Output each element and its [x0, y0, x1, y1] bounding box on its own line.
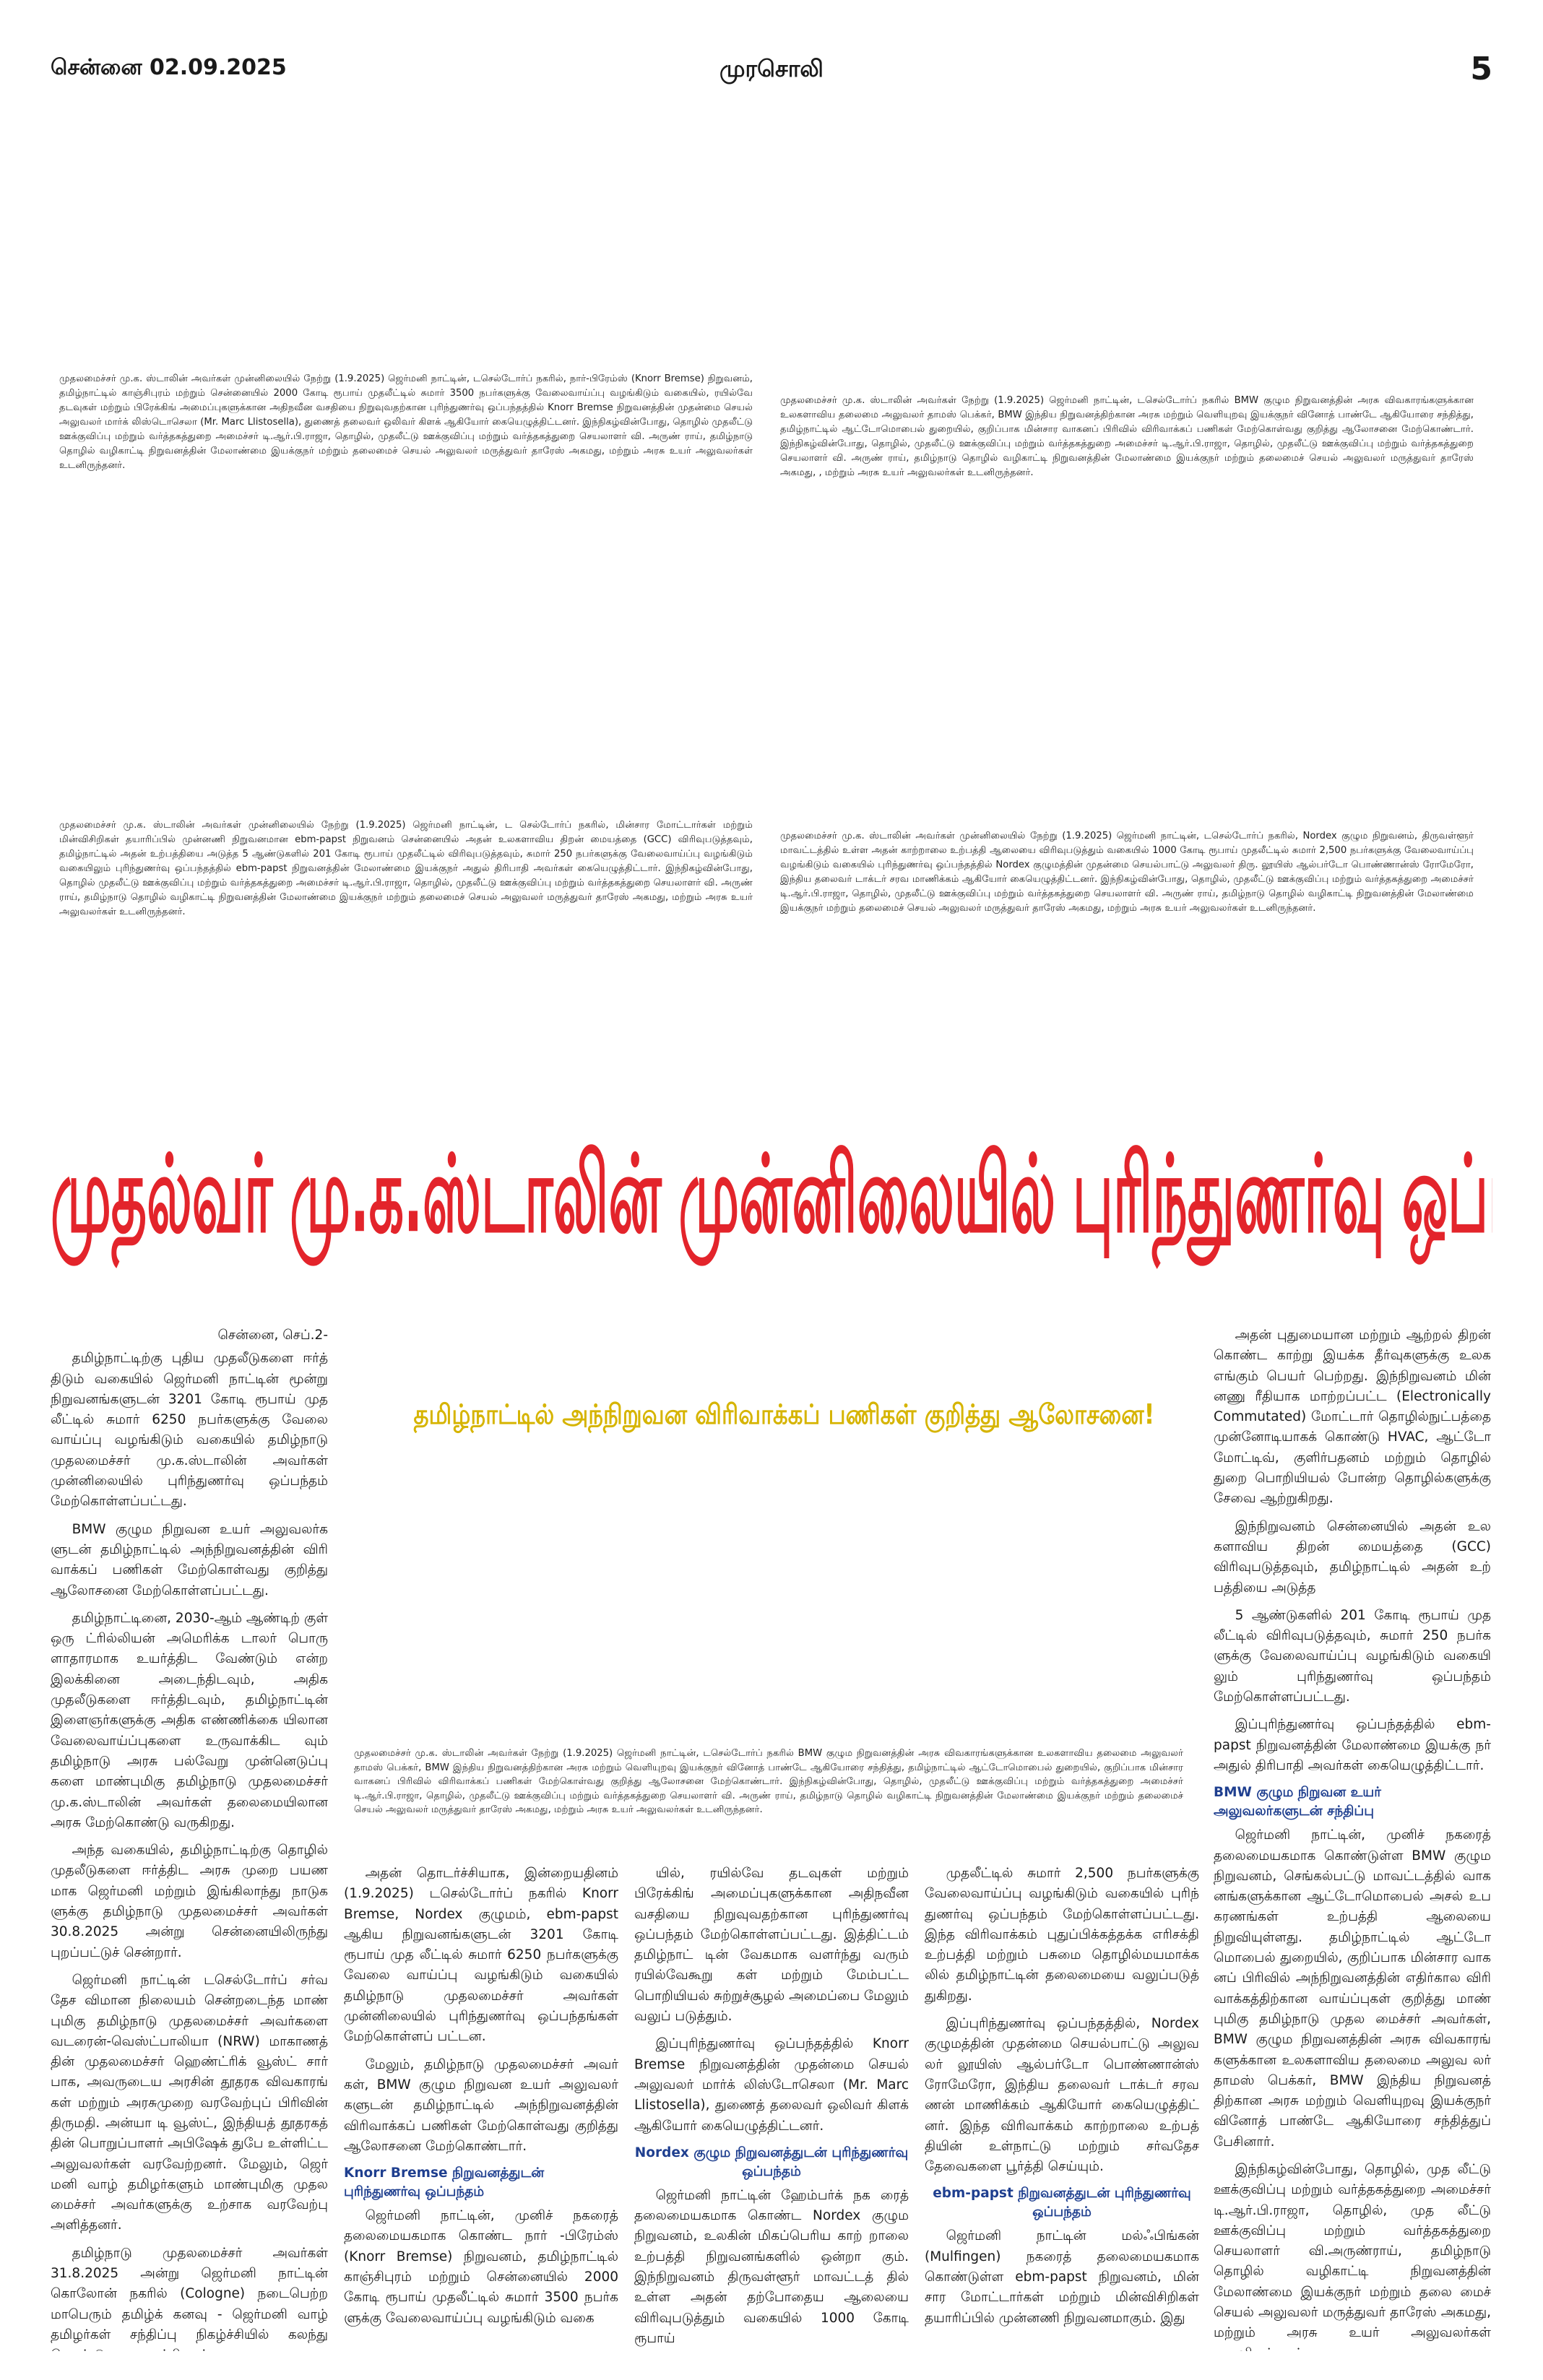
paragraph: தமிழ்நாட்டினை, 2030-ஆம் ஆண்டிற் குள் ஒரு…: [51, 1610, 328, 1830]
paragraph: அதன் தொடர்ச்சியாக, இன்றையதினம் (1.9.2025…: [344, 1866, 618, 2045]
paragraph: ஜெர்மனி நாட்டின், முனிச் நகரைத் தலைமையகம…: [344, 2208, 618, 2326]
paragraph: இந்நிறுவனம் சென்னையில் அதன் உல களாவிய தி…: [1214, 1518, 1491, 1596]
paragraph: ஜெர்மனி நாட்டின் மல்ஃபிங்கன் (Mulfingen)…: [925, 2228, 1199, 2326]
issue-date: சென்னை 02.09.2025: [51, 55, 287, 80]
subheading-ebm-papst: ebm-papst நிறுவனத்துடன் புரிந்துணர்வு ஒப…: [933, 2186, 1191, 2220]
paragraph: இப்புரிந்துணர்வு ஒப்பந்தத்தில் Knorr Bre…: [634, 2036, 909, 2134]
paragraph: BMW குழும நிறுவன உயர் அலுவலர்க ளுடன் தமி…: [51, 1521, 328, 1598]
main-headline: முதல்வர் மு.க.ஸ்டாலின் முன்னிலையில் புரி…: [51, 1089, 1492, 1299]
paragraph: ஜெர்மனி நாட்டின் ஹேம்பர்க் நக ரைத் தலைமை…: [634, 2187, 909, 2346]
paragraph: ஜெர்மனி நாட்டின், முனிச் நகரைத் தலைமையகம…: [1214, 1827, 1491, 2150]
masthead-title: முரசொலி: [719, 55, 824, 82]
paragraph: அந்த வகையில், தமிழ்நாட்டிற்கு தொழில் முத…: [51, 1843, 328, 1960]
paragraph: இந்நிகழ்வின்போது, தொழில், முத லீட்டு ஊக்…: [1214, 2161, 1491, 2351]
subheadline-text: தமிழ்நாட்டில் அந்நிறுவன விரிவாக்கப் பணிக…: [413, 1398, 1154, 1430]
paragraph: ஜெர்மனி நாட்டின் டசெல்டோர்ப் சர்வ தேச வி…: [51, 1972, 328, 2233]
article-column-5: அதன் புதுமையான மற்றும் ஆற்றல் திறன் கொண்…: [1214, 1325, 1491, 2351]
caption-bmw-meeting: முதலமைச்சர் மு.க. ஸ்டாலின் அவர்கள் நேற்ற…: [780, 395, 1474, 478]
paragraph: மேலும், தமிழ்நாடு முதலமைச்சர் அவர் கள், …: [344, 2056, 618, 2154]
photo-knorr-bremse: [59, 101, 753, 368]
subheadline: தமிழ்நாட்டில் அந்நிறுவன விரிவாக்கப் பணிக…: [340, 1385, 1228, 1443]
article-dateline: சென்னை, செப்.2-: [217, 1328, 328, 1343]
caption-bmw-center: முதலமைச்சர் மு.க. ஸ்டாலின் அவர்கள் நேற்ற…: [354, 1748, 1183, 1815]
paragraph: தமிழ்நாட்டிற்கு புதிய முதலீடுகளை ஈர்த் த…: [51, 1351, 328, 1510]
page-header: சென்னை 02.09.2025 முரசொலி 5: [51, 51, 1492, 94]
paragraph: இப்புரிந்துணர்வு ஒப்பந்தத்தில் ebm-papst…: [1214, 1717, 1491, 1773]
subheading-nordex: Nordex குழும நிறுவனத்துடன் புரிந்துணர்வு…: [634, 2145, 909, 2179]
subheading-bmw: BMW குழும நிறுவன உயர் அலுவலர்களுடன் சந்த…: [1214, 1785, 1381, 1819]
photo-ebm-papst: [59, 527, 753, 813]
caption-ebm-papst: முதலமைச்சர் மு.க. ஸ்டாலின் அவர்கள் முன்ன…: [59, 820, 753, 917]
paragraph: யில், ரயில்வே தடவுகள் மற்றும் பிரேக்கிங்…: [634, 1866, 909, 2025]
article-column-4: முதலீட்டில் சுமார் 2,500 நபர்களுக்கு வேல…: [925, 1864, 1199, 2355]
paragraph: இப்புரிந்துணர்வு ஒப்பந்தத்தில், Nordex க…: [925, 2016, 1199, 2175]
page-number: 5: [1470, 51, 1492, 87]
caption-knorr-bremse: முதலமைச்சர் மு.க. ஸ்டாலின் அவர்கள் முன்ன…: [59, 373, 753, 471]
paragraph: தமிழ்நாடு முதலமைச்சர் அவர்கள் 31.8.2025 …: [51, 2245, 328, 2351]
article-column-2: அதன் தொடர்ச்சியாக, இன்றையதினம் (1.9.2025…: [344, 1864, 618, 2355]
article-column-3: யில், ரயில்வே தடவுகள் மற்றும் பிரேக்கிங்…: [634, 1864, 909, 2355]
caption-nordex: முதலமைச்சர் மு.க. ஸ்டாலின் அவர்கள் முன்ன…: [780, 831, 1474, 914]
headline-text: முதல்வர் மு.க.ஸ்டாலின் முன்னிலையில் புரி…: [51, 1131, 1492, 1257]
photo-nordex: [780, 527, 1474, 823]
paragraph: 5 ஆண்டுகளில் 201 கோடி ரூபாய் முத லீட்டில…: [1214, 1607, 1491, 1705]
photo-bmw-meeting: [780, 101, 1474, 390]
article-column-1: சென்னை, செப்.2- தமிழ்நாட்டிற்கு புதிய மு…: [51, 1325, 328, 2351]
subheading-knorr-bremse: Knorr Bremse நிறுவனத்துடன் புரிந்துணர்வு…: [344, 2165, 545, 2200]
paragraph: அதன் புதுமையான மற்றும் ஆற்றல் திறன் கொண்…: [1214, 1328, 1491, 1507]
paragraph: முதலீட்டில் சுமார் 2,500 நபர்களுக்கு வேல…: [925, 1866, 1199, 2004]
